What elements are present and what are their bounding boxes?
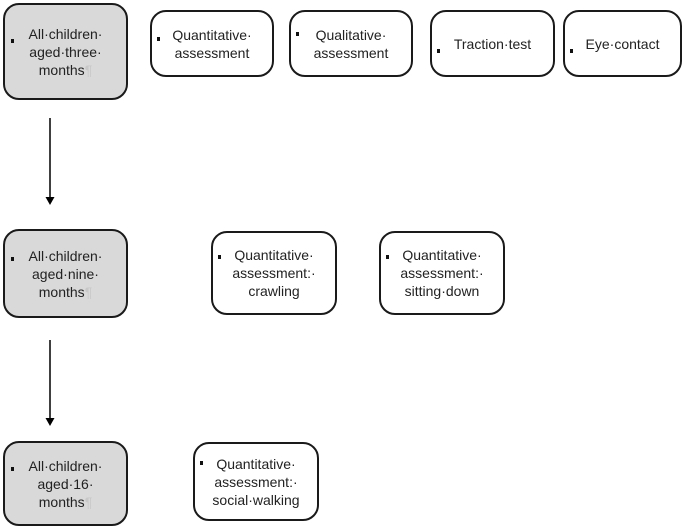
assessment-box-traction-test: Traction·test	[430, 10, 555, 77]
bullet-icon	[157, 37, 160, 41]
pilcrow-mark: ¶	[84, 61, 93, 78]
assessment-label: Qualitative· assessment	[313, 26, 389, 61]
assessment-label: Traction·test	[453, 35, 532, 52]
bullet-icon	[11, 467, 14, 471]
assessment-label: Quantitative· assessment:· crawling	[232, 247, 316, 299]
assessment-box-qualitative: Qualitative· assessment	[289, 10, 413, 77]
assessment-box-social-walking: Quantitative· assessment:· social·walkin…	[193, 442, 319, 521]
bullet-icon	[11, 39, 14, 43]
stage-box-16-months: All·children· aged·16· months¶	[3, 441, 128, 526]
bullet-icon	[437, 49, 440, 53]
bullet-icon	[200, 461, 203, 465]
assessment-label: Quantitative· assessment:· sitting·down	[400, 247, 484, 299]
assessment-box-eye-contact: Eye·contact	[563, 10, 682, 77]
assessment-label: Quantitative· assessment	[172, 26, 252, 61]
assessment-label: Quantitative· assessment:· social·walkin…	[212, 455, 300, 508]
assessment-box-quantitative: Quantitative· assessment	[150, 10, 274, 77]
arrow-nine-to-16	[45, 340, 55, 426]
pilcrow-mark: ¶	[84, 493, 93, 510]
arrow-three-to-nine	[45, 118, 55, 205]
assessment-box-crawling: Quantitative· assessment:· crawling	[211, 231, 337, 315]
stage-box-nine-months: All·children· aged·nine· months¶	[3, 229, 128, 318]
stage-box-three-months: All·children· aged·three· months¶	[3, 3, 128, 100]
stage-label: All·children· aged·16· months¶	[28, 457, 103, 510]
assessment-label: Eye·contact	[585, 35, 660, 52]
bullet-icon	[218, 255, 221, 259]
stage-label: All·children· aged·three· months¶	[28, 25, 103, 78]
bullet-icon	[570, 49, 573, 53]
bullet-icon	[386, 255, 389, 259]
stage-label: All·children· aged·nine· months¶	[28, 247, 103, 300]
bullet-icon	[296, 32, 299, 36]
assessment-box-sitting-down: Quantitative· assessment:· sitting·down	[379, 231, 505, 315]
pilcrow-mark: ¶	[84, 283, 93, 300]
bullet-icon	[11, 257, 14, 261]
